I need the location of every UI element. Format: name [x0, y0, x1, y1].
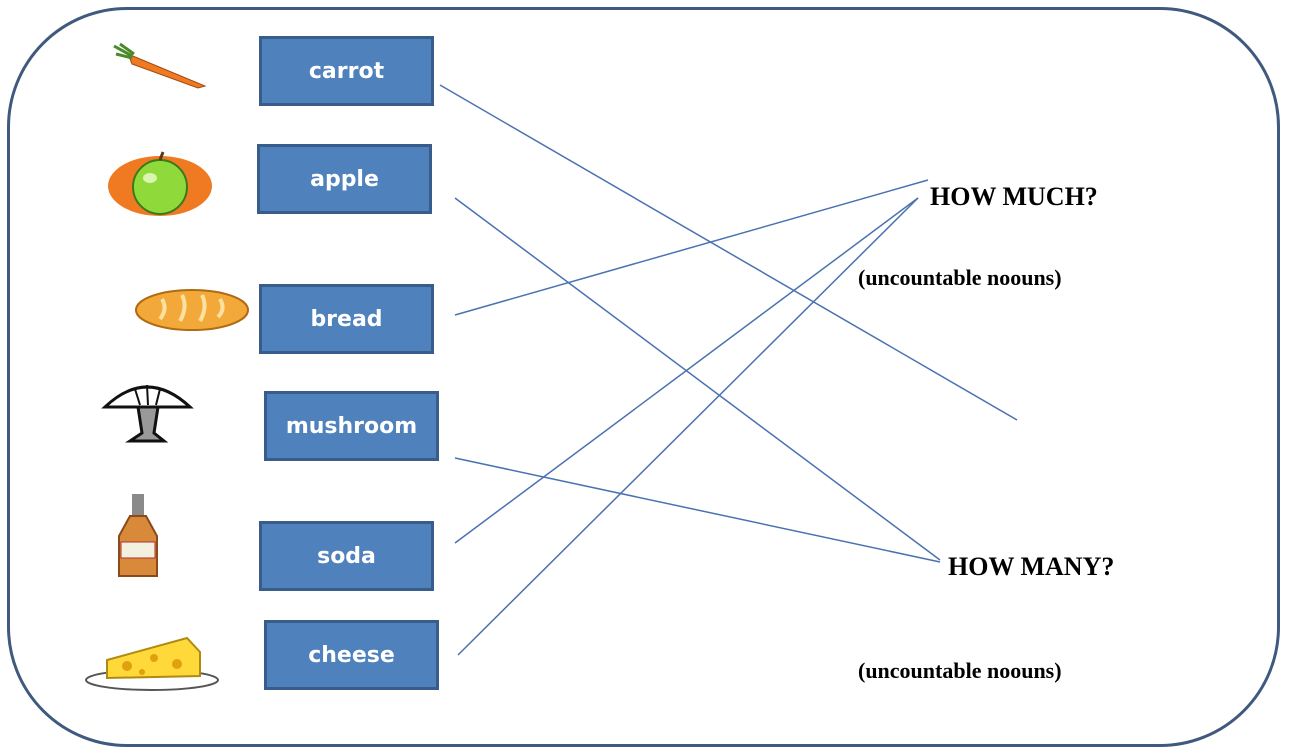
- word-box-bread[interactable]: bread: [259, 284, 434, 354]
- how-much-label: HOW MUCH?: [930, 182, 1098, 211]
- rounded-frame: [7, 7, 1280, 747]
- connector-mushroom: [454, 457, 941, 563]
- connector-carrot: [439, 84, 1018, 421]
- how-many-label: HOW MANY?: [948, 552, 1115, 581]
- apple-icon: [108, 151, 212, 216]
- how-much-subtitle: (uncountable noouns): [858, 265, 1062, 290]
- carrot-icon: [113, 42, 207, 89]
- connector-soda: [454, 197, 919, 544]
- word-box-cheese[interactable]: cheese: [264, 620, 439, 690]
- connector-apple: [454, 197, 941, 561]
- soda-bottle-icon: [118, 494, 158, 577]
- how-many-subtitle: (uncountable noouns): [858, 658, 1062, 683]
- word-box-mushroom[interactable]: mushroom: [264, 391, 439, 461]
- word-box-soda[interactable]: soda: [259, 521, 434, 591]
- connector-cheese: [457, 197, 919, 656]
- word-box-carrot[interactable]: carrot: [259, 36, 434, 106]
- word-box-apple[interactable]: apple: [257, 144, 432, 214]
- cheese-icon: [85, 636, 219, 691]
- mushroom-icon: [101, 384, 194, 443]
- bread-icon: [135, 289, 249, 331]
- connector-bread: [454, 179, 929, 316]
